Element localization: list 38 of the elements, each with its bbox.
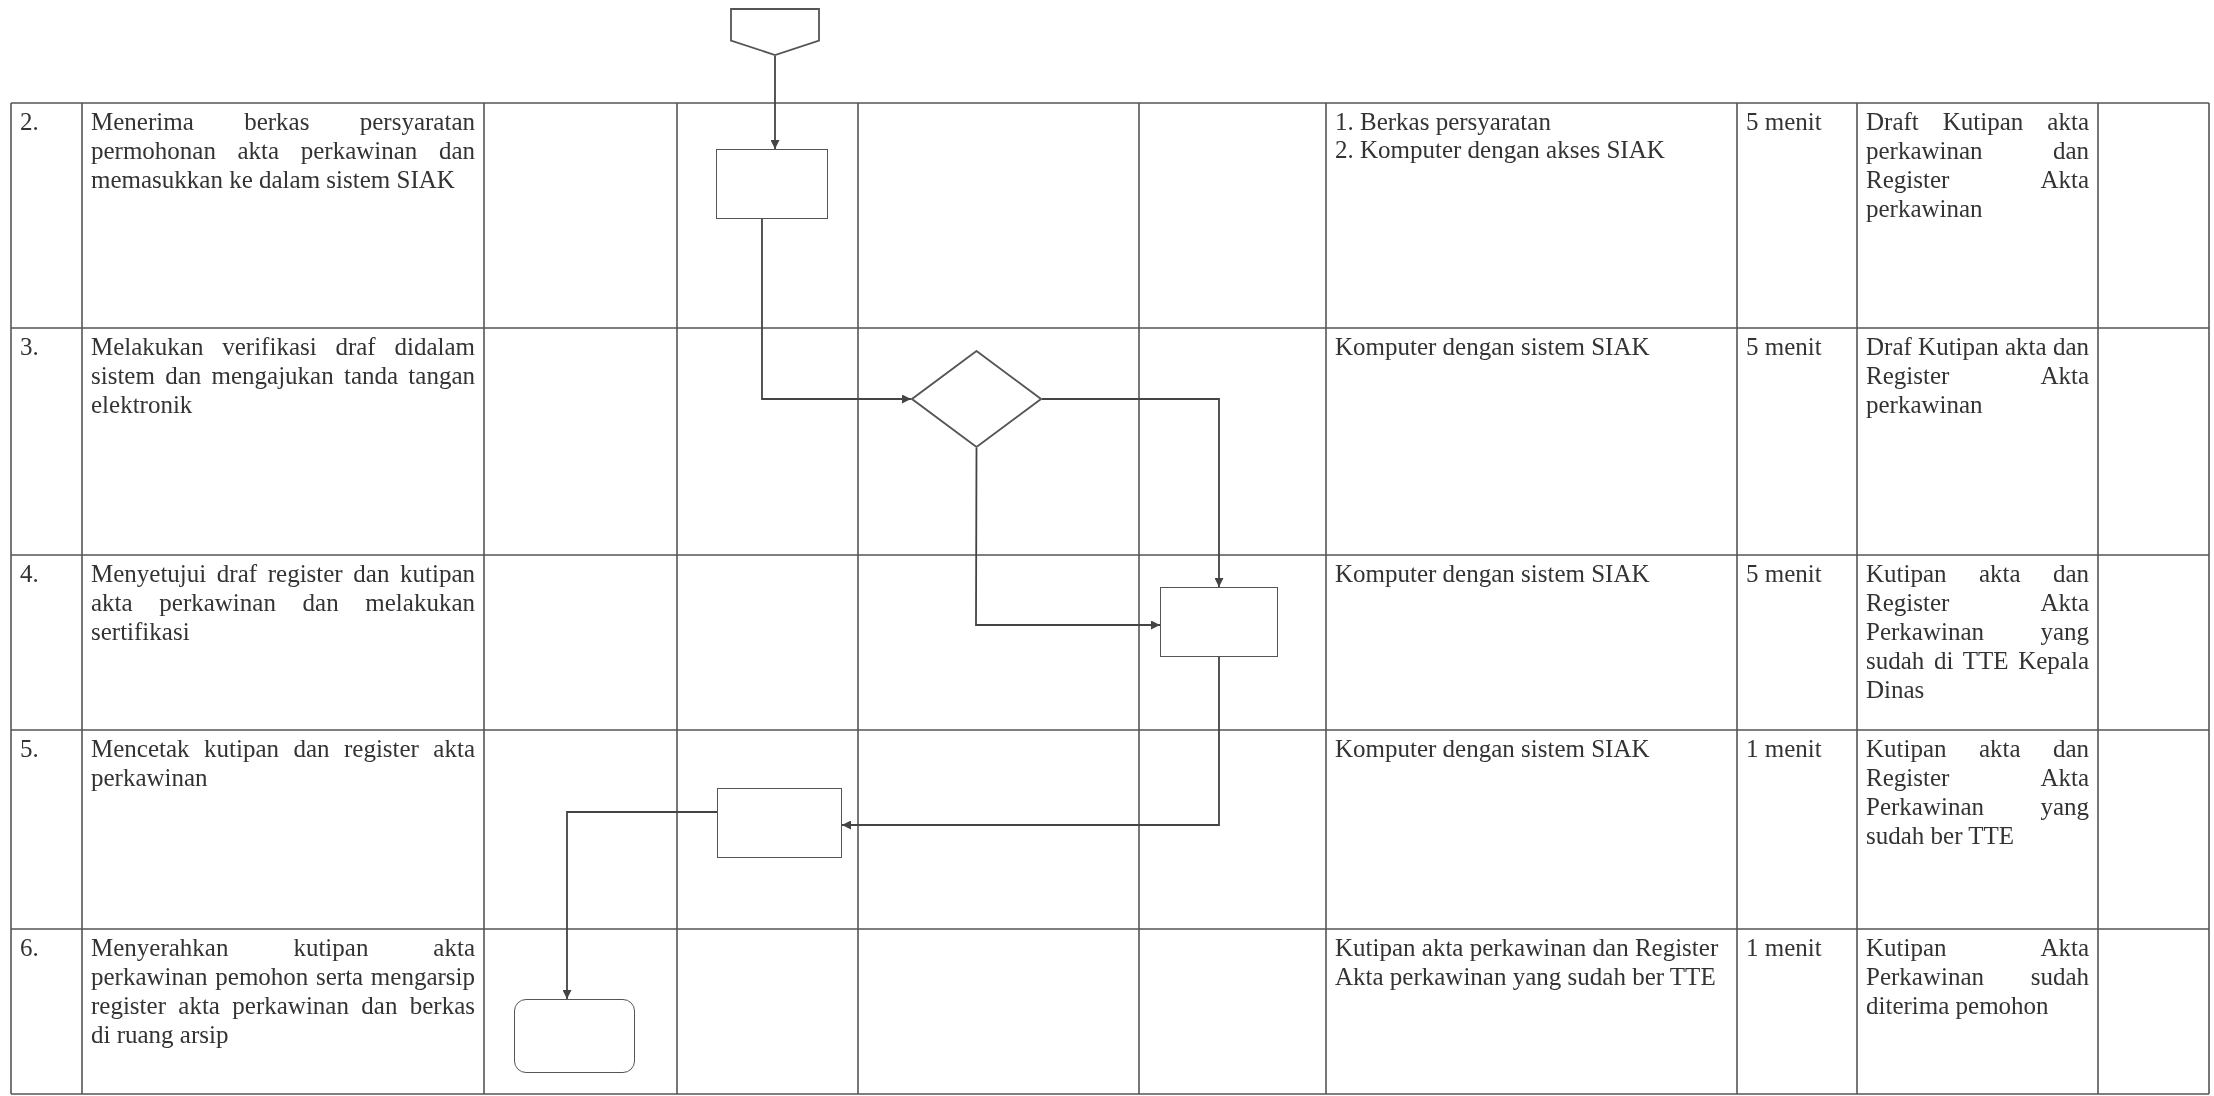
output-text: Kutipan akta dan Register Akta Perkawinan yang sudah di TTE Kepala Dinas: [1866, 559, 2089, 704]
decision-diamond: [911, 350, 1042, 448]
arrow: [975, 447, 1161, 630]
duration-text: 5 menit: [1746, 332, 1823, 361]
step-description: Menyetujui draf register dan kutipan akta perkawinan dan melakukan sertifikasi: [91, 559, 475, 646]
step-number: 6.: [20, 933, 40, 962]
process-box: [1160, 587, 1278, 657]
off-page-connector: [730, 8, 820, 56]
arrow: [770, 55, 780, 150]
requirement-text: Komputer dengan sistem SIAK: [1335, 559, 1651, 588]
step-description: Mencetak kutipan dan register akta perkawinan: [91, 734, 475, 792]
step-description: Menyerahkan kutipan akta perkawinan pemohon serta mengarsip register akta perkawinan dan berkas di ruang arsip: [91, 933, 475, 1049]
duration-text: 1 menit: [1746, 734, 1823, 763]
output-text: Kutipan Akta Perkawinan sudah diterima pemohon: [1866, 933, 2089, 1020]
requirement-item: 1. Berkas persyaratan: [1335, 107, 1552, 136]
duration-text: 5 menit: [1746, 559, 1823, 588]
step-number: 2.: [20, 107, 40, 136]
arrow: [761, 218, 912, 404]
step-number: 3.: [20, 332, 40, 361]
requirement-text: Kutipan akta perkawinan dan Register Akta perkawinan yang sudah ber TTE: [1335, 933, 1720, 991]
requirement-text: Komputer dengan sistem SIAK: [1335, 734, 1651, 763]
process-box: [716, 149, 828, 219]
requirement-text: Komputer dengan sistem SIAK: [1335, 332, 1651, 361]
output-text: Draft Kutipan akta perkawinan dan Register Akta perkawinan: [1866, 107, 2089, 223]
output-text: Draf Kutipan akta dan Register Akta perkawinan: [1866, 332, 2089, 419]
duration-text: 5 menit: [1746, 107, 1823, 136]
arrow: [1041, 398, 1224, 588]
step-number: 5.: [20, 734, 40, 763]
output-text: Kutipan akta dan Register Akta Perkawinan yang sudah ber TTE: [1866, 734, 2089, 850]
requirement-item: 2. Komputer dengan akses SIAK: [1335, 135, 1666, 164]
step-description: Melakukan verifikasi draf didalam sistem dan mengajukan tanda tangan elektronik: [91, 332, 475, 419]
duration-text: 1 menit: [1746, 933, 1823, 962]
terminator-shape: [514, 999, 635, 1073]
process-box: [717, 788, 842, 858]
arrow: [562, 811, 718, 1000]
arrow: [841, 656, 1220, 830]
step-description: Menerima berkas persyaratan permohonan akta perkawinan dan memasukkan ke dalam sistem SIAK: [91, 107, 475, 194]
step-number: 4.: [20, 559, 40, 588]
